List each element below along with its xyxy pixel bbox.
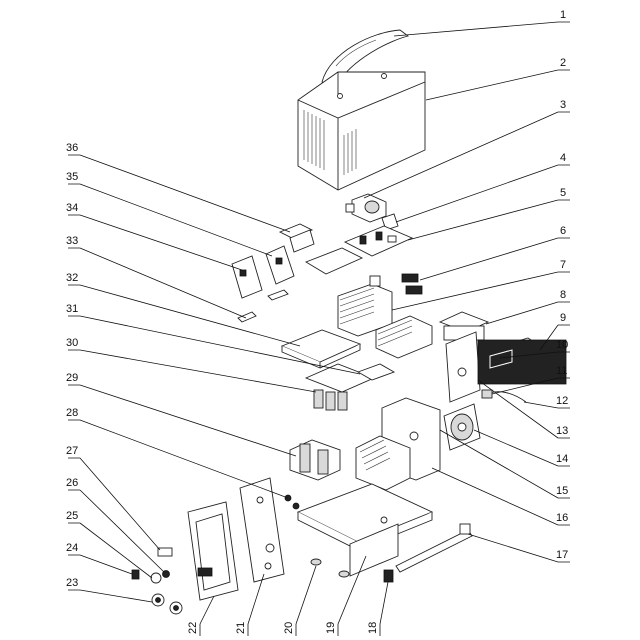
- part-inductor: [345, 193, 387, 223]
- part-transformer: [289, 439, 341, 481]
- part-small-board: [356, 363, 396, 381]
- label-5: 5: [560, 187, 566, 199]
- part-base-plate: [296, 483, 434, 577]
- label-3: 3: [560, 99, 566, 111]
- label-8: 8: [560, 289, 566, 301]
- label-24: 24: [66, 542, 78, 554]
- label-15: 15: [556, 485, 568, 497]
- label-18: 18: [367, 622, 379, 634]
- label-27: 27: [66, 445, 78, 457]
- part-fan: [443, 403, 481, 451]
- label-14: 14: [556, 453, 568, 465]
- label-16: 16: [556, 512, 568, 524]
- label-29: 29: [66, 372, 78, 384]
- part-front-bezel: [187, 501, 239, 601]
- label-33: 33: [66, 235, 78, 247]
- part-bottom-bar: [395, 523, 473, 573]
- part-power-cable: [481, 389, 527, 403]
- part-rear-bracket: [438, 311, 490, 403]
- label-6: 6: [560, 225, 566, 237]
- label-4: 4: [560, 152, 566, 164]
- part-upper-bracket: [278, 223, 381, 287]
- label-7: 7: [560, 259, 566, 271]
- part-small-bar: [237, 311, 257, 323]
- label-32: 32: [66, 272, 78, 284]
- part-black-plate: [477, 339, 567, 385]
- label-21: 21: [235, 622, 247, 634]
- label-35: 35: [66, 171, 78, 183]
- part-main-board: [280, 329, 362, 369]
- label-19: 19: [325, 622, 337, 634]
- label-12: 12: [556, 395, 568, 407]
- leader-lines: [68, 21, 570, 636]
- label-1: 1: [560, 9, 566, 21]
- part-terminal-block: [265, 245, 295, 285]
- label-10: 10: [556, 339, 568, 351]
- part-clip: [383, 569, 394, 583]
- label-25: 25: [66, 510, 78, 522]
- label-36: 36: [66, 142, 78, 154]
- part-chassis: [355, 397, 441, 491]
- label-20: 20: [283, 622, 295, 634]
- label-23: 23: [66, 577, 78, 589]
- part-capacitor-board: [304, 363, 376, 411]
- label-13: 13: [556, 425, 568, 437]
- part-fittings: [284, 494, 300, 510]
- part-number-labels: 1 2 3 4 5 6 7 8 9 10 11 12 13 14 15 16 1…: [66, 9, 568, 634]
- label-26: 26: [66, 477, 78, 489]
- label-30: 30: [66, 337, 78, 349]
- part-control-board: [343, 225, 414, 257]
- part-feet: [310, 558, 350, 578]
- part-knobs: [131, 569, 170, 584]
- part-output-connectors: [151, 593, 183, 615]
- label-2: 2: [560, 57, 566, 69]
- part-front-plate: [239, 477, 285, 583]
- part-heatsinks: [337, 283, 433, 359]
- label-11: 11: [556, 365, 567, 377]
- label-22: 22: [187, 622, 199, 634]
- label-34: 34: [66, 202, 78, 214]
- part-label-plate: [157, 547, 173, 557]
- label-9: 9: [560, 312, 566, 324]
- label-28: 28: [66, 407, 78, 419]
- part-side-bracket: [231, 255, 289, 301]
- label-17: 17: [556, 549, 568, 561]
- part-connectors: [401, 273, 423, 295]
- part-top-cover: [297, 71, 426, 191]
- label-31: 31: [66, 303, 78, 315]
